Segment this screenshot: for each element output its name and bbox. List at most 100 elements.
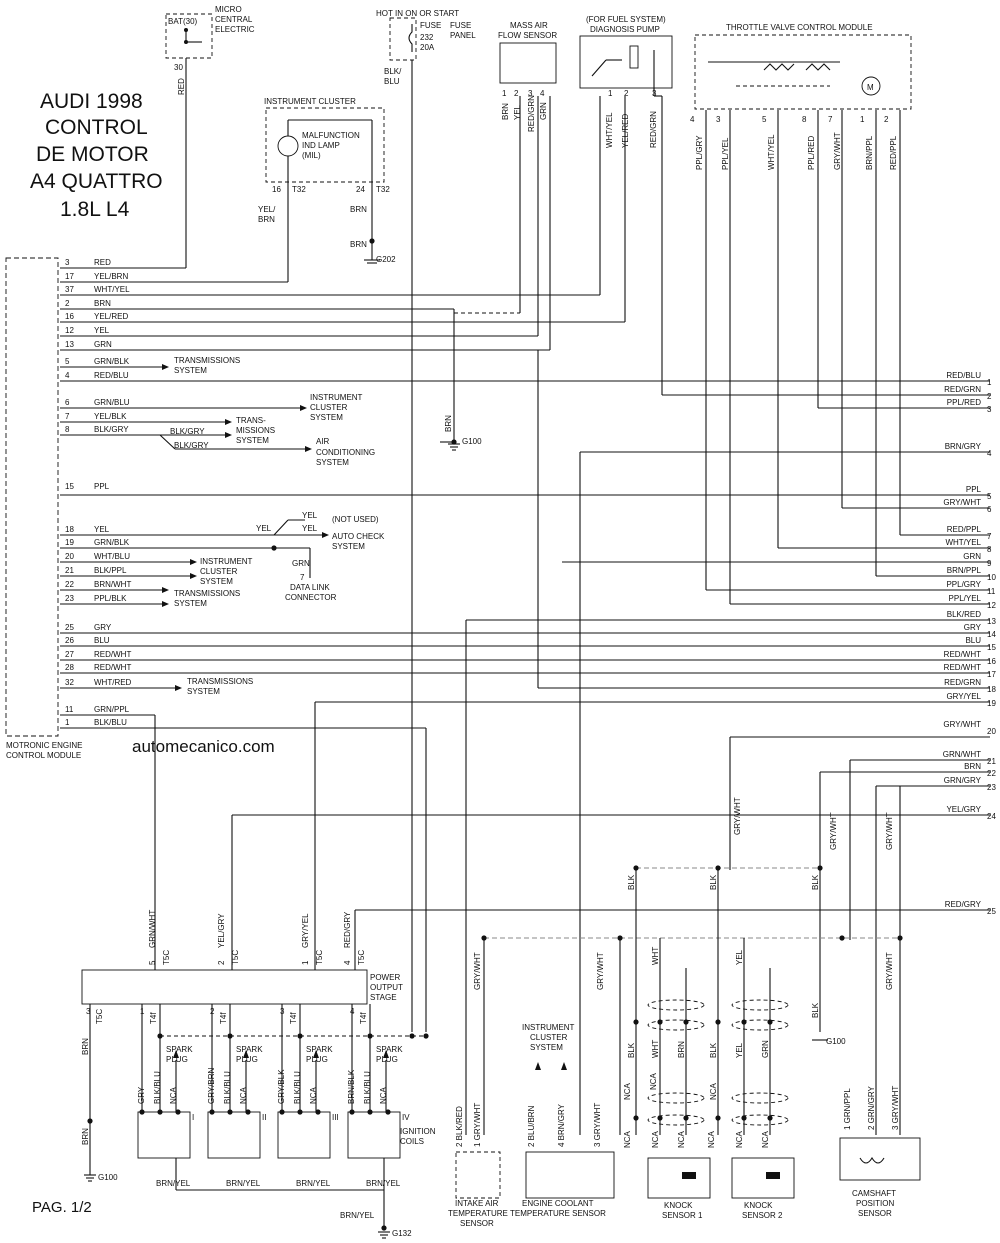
iat-sensor-box xyxy=(455,1151,501,1199)
splice-dot xyxy=(87,1118,93,1124)
ecm-wire-37: WHT/YEL xyxy=(94,285,130,294)
tv-wire-2: PPL/YEL xyxy=(721,137,730,170)
arrow-icon xyxy=(175,685,182,691)
t4f-label-1: T4f xyxy=(149,1012,158,1024)
coil-wire-3-3: NCA xyxy=(309,1086,318,1104)
throttle-valve-box xyxy=(694,34,912,110)
tv-pin-2: 3 xyxy=(716,115,721,124)
splice-dot xyxy=(297,1033,303,1039)
nca-3: NCA xyxy=(623,1130,632,1148)
right-pin-24: 24 xyxy=(987,812,996,821)
splice-dot xyxy=(271,545,277,551)
ecm-wire-13: GRN xyxy=(94,340,112,349)
g202-label: G202 xyxy=(376,255,396,264)
splice-dot xyxy=(385,1109,391,1115)
gw-6: GRY/WHT xyxy=(885,952,894,990)
title-line-5: 1.8L L4 xyxy=(60,198,130,221)
pos-3: STAGE xyxy=(370,993,397,1002)
right-wire-15: BLU xyxy=(965,636,981,645)
g100-label-b: G100 xyxy=(98,1173,118,1182)
dl-pin-7: 7 xyxy=(300,573,305,582)
iat-wire-2: 1 GRY/WHT xyxy=(473,1103,482,1147)
arrow-icon xyxy=(162,601,169,607)
splice-dot xyxy=(279,1109,285,1115)
coil-wire-4-2: BLK/BLU xyxy=(363,1071,372,1104)
ecm-pin-13: 13 xyxy=(65,340,74,349)
ecm-box xyxy=(5,257,59,737)
ks2-wire-1: BLK xyxy=(709,1042,718,1058)
ic3-2: CLUSTER xyxy=(200,567,238,576)
right-wire-8: WHT/YEL xyxy=(945,538,981,547)
ecm-wire-23: PPL/BLK xyxy=(94,594,127,603)
maf-wire-4: GRN xyxy=(539,102,548,120)
t5c-wire-1: GRN/WHT xyxy=(148,910,157,948)
ignition-coils xyxy=(137,1111,401,1159)
right-wire-1: RED/BLU xyxy=(946,371,981,380)
tv-wire-1: PPL/GRY xyxy=(695,135,704,170)
arrow-icon xyxy=(300,405,307,411)
ts4-1: TRANSMISSIONS xyxy=(187,677,253,686)
arrow-icon xyxy=(322,532,329,538)
ect-2: TEMPERATURE SENSOR xyxy=(510,1209,606,1218)
splice-dot xyxy=(381,1225,387,1231)
arrow-icon xyxy=(305,446,312,452)
fuse-label: FUSE xyxy=(420,21,441,30)
splice-dot xyxy=(245,1109,251,1115)
wire-network xyxy=(5,13,990,1230)
splice-dot xyxy=(741,1115,747,1121)
bat30-label: BAT(30) xyxy=(168,17,198,26)
spark-4: SPARK xyxy=(376,1045,403,1054)
right-wire-24: YEL/GRY xyxy=(946,805,981,814)
ecm-pin-8: 8 xyxy=(65,425,70,434)
ecm-pin-1: 1 xyxy=(65,718,70,727)
iat-3: SENSOR xyxy=(460,1219,494,1228)
ecm-pin-20: 20 xyxy=(65,552,74,561)
gw-2: GRY/WHT xyxy=(596,952,605,990)
ect-sensor-box xyxy=(525,1151,615,1199)
g100-label-a: G100 xyxy=(462,437,482,446)
splice-dot xyxy=(139,1109,145,1115)
splice-dot xyxy=(897,935,903,941)
ecm-pin-15: 15 xyxy=(65,482,74,491)
dl-1: DATA LINK xyxy=(290,583,330,592)
ecm-wire-3: RED xyxy=(94,258,111,267)
maf-pin-3: 3 xyxy=(528,89,533,98)
arrow-icon xyxy=(190,573,197,579)
tv-wire-6: BRN/PPL xyxy=(865,135,874,170)
right-pin-13: 13 xyxy=(987,617,996,626)
right-pin-20: 20 xyxy=(987,727,996,736)
splice-dot xyxy=(767,1115,773,1121)
right-pin-3: 3 xyxy=(987,405,992,414)
splice-dot xyxy=(767,1019,773,1025)
splice-dot xyxy=(349,1109,355,1115)
ecm-wire-18: YEL xyxy=(94,525,110,534)
blk-4: BLK xyxy=(811,1002,820,1018)
splice-dot xyxy=(227,1109,233,1115)
ks2-a: KNOCK xyxy=(744,1201,773,1210)
right-pin-10: 10 xyxy=(987,573,996,582)
spark-arrow-icon xyxy=(313,1050,319,1058)
splice-dot xyxy=(633,1115,639,1121)
yel-b: YEL xyxy=(302,511,318,520)
fs-wire-3: RED/GRN xyxy=(649,111,658,148)
coil-wire-3-2: BLK/BLU xyxy=(293,1071,302,1104)
arrow-icon xyxy=(190,559,197,565)
iat-1: INTAKE AIR xyxy=(455,1199,499,1208)
right-pin-15: 15 xyxy=(987,643,996,652)
tv-pin-6: 1 xyxy=(860,115,865,124)
splice-dot xyxy=(369,238,375,244)
ecm-wire-11: GRN/PPL xyxy=(94,705,130,714)
right-wire-4: BRN/GRY xyxy=(945,442,982,451)
t4f-label-2: T4f xyxy=(219,1012,228,1024)
right-wire-23: GRN/GRY xyxy=(944,776,982,785)
splice-dot xyxy=(157,1033,163,1039)
t4f-pin-3: 3 xyxy=(280,1007,285,1016)
maf-wire-2: YEL xyxy=(513,104,522,120)
ecm-wire-12: YEL xyxy=(94,326,110,335)
splice-dot xyxy=(367,1033,373,1039)
mil-1: MALFUNCTION xyxy=(302,131,360,140)
ks1-b: SENSOR 1 xyxy=(662,1211,703,1220)
t5c-label-3: T5C xyxy=(95,1009,104,1024)
ts-1a: TRANSMISSIONS xyxy=(174,356,240,365)
maf-label-2: FLOW SENSOR xyxy=(498,31,557,40)
